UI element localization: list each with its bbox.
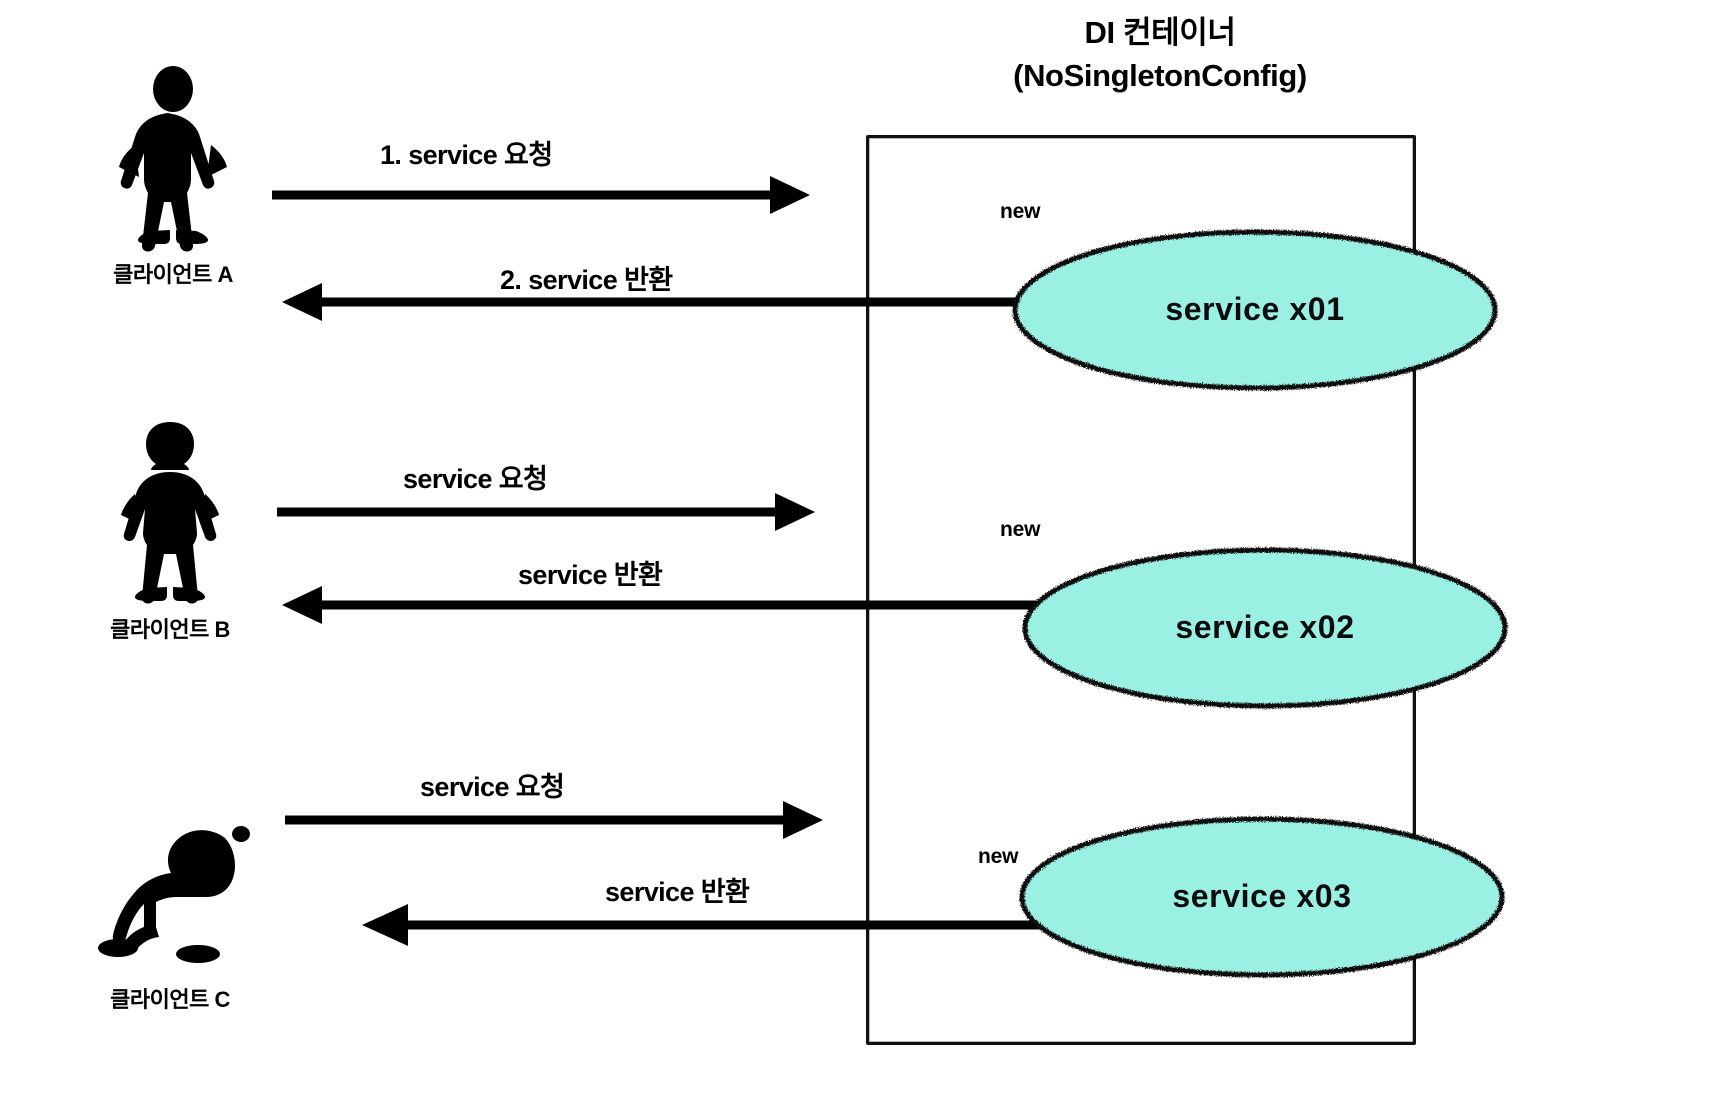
service-node-3: service x03 <box>1012 812 1512 982</box>
baby-crawling-icon <box>98 826 250 963</box>
person-standing-female-icon <box>121 422 219 604</box>
arrow-request-1 <box>272 176 810 214</box>
message-label-6: service 반환 <box>605 877 750 907</box>
client-c: 클라이언트 C <box>55 790 285 1014</box>
service-node-2: service x02 <box>1015 543 1515 713</box>
message-label-3: service 요청 <box>403 464 548 494</box>
arrow-request-3 <box>285 801 823 839</box>
diagram-title-line1: DI 컨테이너 <box>1084 15 1236 50</box>
client-a: 클라이언트 A <box>58 65 288 289</box>
new-label-1: new <box>1000 200 1041 223</box>
message-label-4: service 반환 <box>518 560 663 590</box>
arrow-response-1 <box>282 283 1033 321</box>
diagram-title-line2: (NoSingletonConfig) <box>1013 57 1307 93</box>
diagram-title: DI 컨테이너 (NoSingletonConfig) <box>900 12 1420 98</box>
new-label-3: new <box>978 845 1019 868</box>
message-label-2: 2. service 반환 <box>500 265 673 295</box>
arrow-response-2 <box>282 586 1063 624</box>
client-b: 클라이언트 B <box>55 420 285 644</box>
arrow-response-3 <box>362 904 1155 946</box>
client-b-label: 클라이언트 B <box>110 617 230 642</box>
arrow-request-2 <box>277 493 815 531</box>
message-label-5: service 요청 <box>420 772 565 802</box>
new-label-2: new <box>1000 518 1041 541</box>
person-standing-icon <box>119 66 227 252</box>
message-label-1: 1. service 요청 <box>380 140 553 170</box>
service-ellipse-3 <box>1019 816 1505 978</box>
client-c-label: 클라이언트 C <box>110 987 230 1012</box>
service-ellipse-2 <box>1022 547 1508 709</box>
service-node-1: service x01 <box>1005 225 1505 395</box>
client-a-label: 클라이언트 A <box>113 262 233 287</box>
service-ellipse-1 <box>1012 229 1498 391</box>
